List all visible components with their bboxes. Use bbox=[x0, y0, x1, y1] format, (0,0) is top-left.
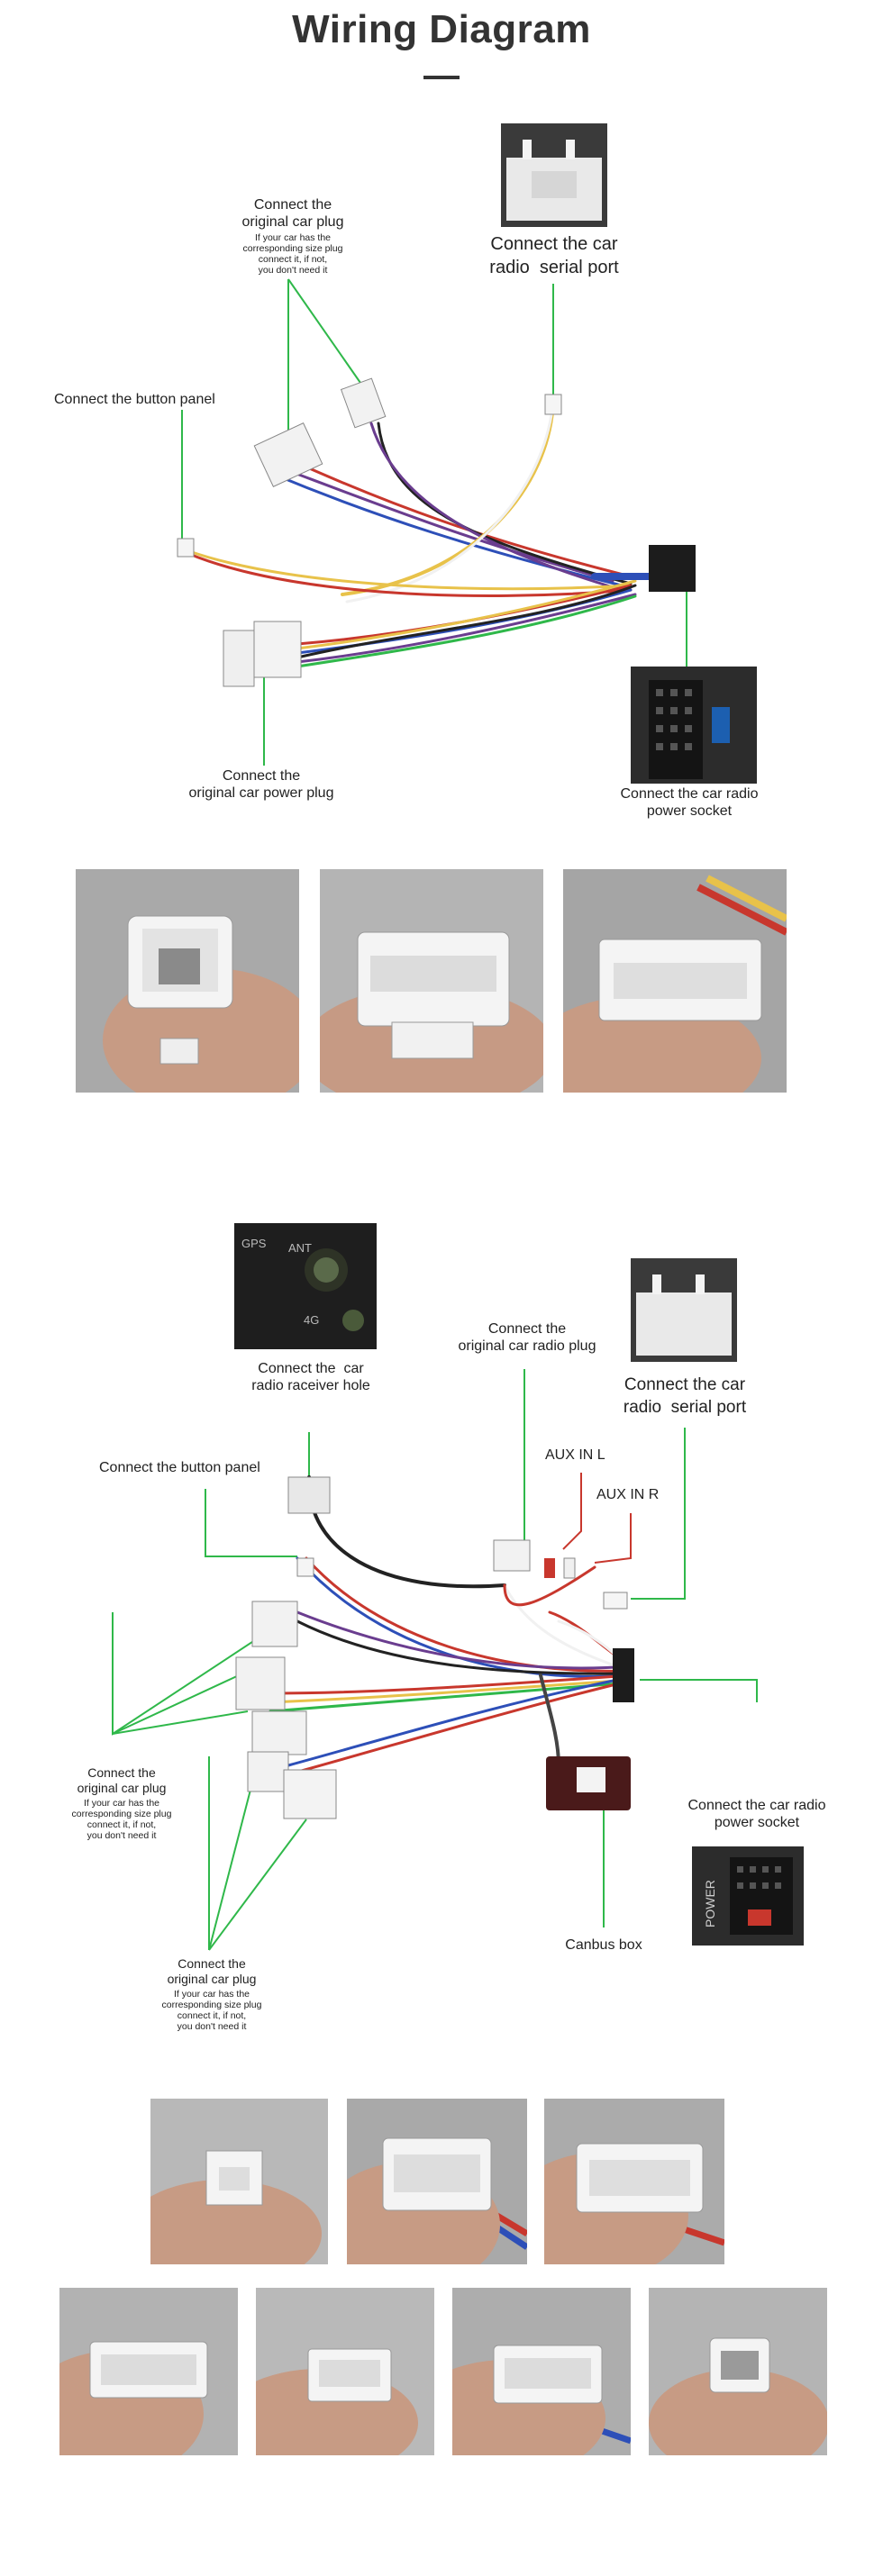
note-orig-plug-top: If your car has the corresponding size p… bbox=[242, 232, 343, 276]
ant-text: ANT bbox=[288, 1241, 312, 1255]
power-socket-photo bbox=[631, 667, 757, 784]
diagram-2-connectors bbox=[235, 1476, 634, 1819]
label-power-socket-2: Connect the car radio power socket bbox=[687, 1798, 826, 1830]
note-orig-plug-left: If your car has the corresponding size p… bbox=[71, 1798, 172, 1841]
label-power-socket: Connect the car radio power socket bbox=[620, 786, 759, 819]
photo-connector-10 bbox=[649, 2288, 827, 2455]
label-canbus-box: Canbus box bbox=[565, 1937, 642, 1953]
title-underline bbox=[423, 76, 460, 79]
diagram-1-connectors bbox=[177, 377, 696, 687]
label-aux-in-r: AUX IN R bbox=[596, 1487, 660, 1502]
label-button-panel-2: Connect the button panel bbox=[99, 1460, 260, 1475]
photo-connector-9 bbox=[452, 2288, 631, 2455]
photo-connector-8 bbox=[256, 2288, 434, 2455]
label-serial-port: Connect the car radio serial port bbox=[489, 234, 619, 277]
label-orig-plug-bottom: Connect the original car plug bbox=[167, 1956, 257, 1986]
receiver-hole-photo bbox=[234, 1223, 377, 1349]
photo-connector-1 bbox=[76, 869, 299, 1093]
photo-connector-3 bbox=[563, 869, 787, 1093]
photo-connector-2 bbox=[320, 869, 543, 1093]
power-text: POWER bbox=[703, 1880, 717, 1927]
four-g-text: 4G bbox=[304, 1313, 319, 1327]
label-radio-plug: Connect the original car radio plug bbox=[458, 1321, 596, 1354]
photo-connector-5 bbox=[347, 2099, 527, 2264]
label-power-plug: Connect the original car power plug bbox=[188, 768, 334, 801]
note-orig-plug-bottom: If your car has the corresponding size p… bbox=[161, 1989, 262, 2032]
photo-connector-6 bbox=[544, 2099, 724, 2264]
gps-text: GPS bbox=[241, 1237, 267, 1250]
serial-port-photo-2 bbox=[631, 1258, 737, 1362]
label-receiver-hole: Connect the car radio raceiver hole bbox=[251, 1361, 370, 1393]
photo-connector-7 bbox=[59, 2288, 238, 2455]
serial-port-photo bbox=[501, 123, 607, 227]
label-orig-plug-left: Connect the original car plug bbox=[77, 1765, 167, 1795]
power-socket-photo-2 bbox=[692, 1846, 804, 1946]
photo-connector-4 bbox=[150, 2099, 328, 2264]
page-title: Wiring Diagram bbox=[292, 7, 591, 51]
label-button-panel: Connect the button panel bbox=[54, 392, 215, 407]
label-serial-port-2: Connect the car radio serial port bbox=[623, 1375, 747, 1417]
label-orig-plug-top: Connect the original car plug bbox=[241, 197, 344, 230]
label-aux-in-l: AUX IN L bbox=[545, 1447, 605, 1463]
